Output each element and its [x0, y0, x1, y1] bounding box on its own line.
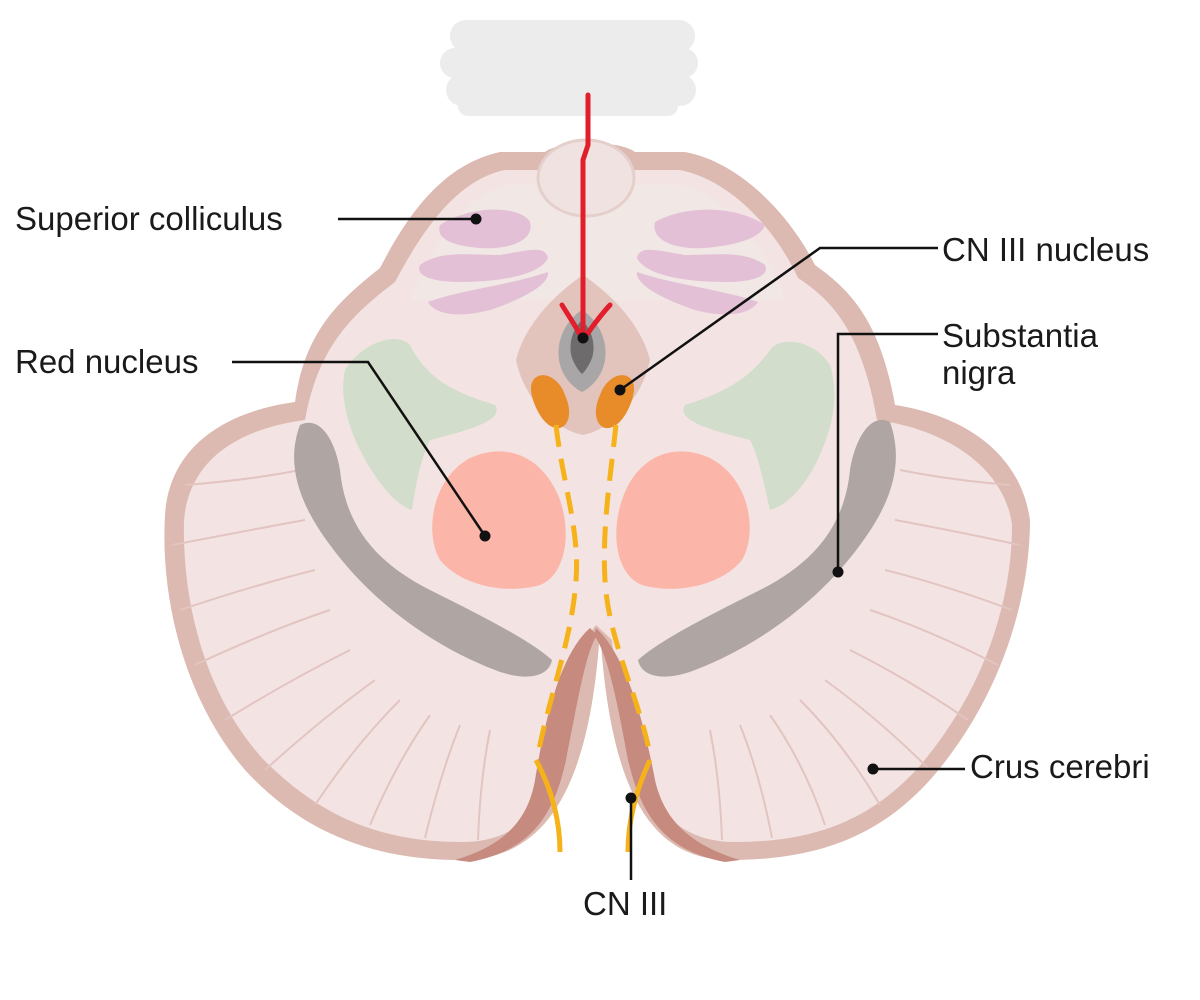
leader-lines: [232, 217, 965, 880]
dot-substantia-nigra: [832, 566, 844, 578]
red-nucleus-right: [616, 451, 750, 589]
leader-red-nucleus: [232, 360, 487, 537]
substantia-nigra-left: [294, 422, 552, 677]
dot-lesion: [577, 332, 589, 344]
leader-dots: [470, 213, 879, 804]
label-crus-cerebri: Crus cerebri: [970, 748, 1150, 785]
redaction-scribble: [440, 20, 698, 116]
label-red-nucleus: Red nucleus: [15, 343, 199, 380]
dot-superior-colliculus: [470, 213, 482, 225]
label-substantia-nigra-line2: nigra: [942, 353, 1016, 391]
label-superior-colliculus: Superior colliculus: [15, 200, 283, 237]
label-cn3: CN III: [583, 885, 668, 922]
interpeduncular-edge-left: [455, 628, 597, 862]
substantia-nigra-right: [638, 419, 896, 677]
medial-lemniscus-right: [683, 341, 835, 510]
cn3-nucleus-left: [530, 375, 570, 429]
red-nucleus-left: [432, 451, 566, 589]
dot-red-nucleus: [479, 530, 491, 542]
superior-colliculus-shape: [419, 209, 766, 315]
label-cn3-nucleus: CN III nucleus: [942, 231, 1150, 268]
label-substantia-nigra-line1: Substantia: [942, 317, 1098, 354]
dot-cn3-nucleus: [614, 384, 626, 396]
label-substantia-nigra: Substantia nigra: [942, 317, 1098, 392]
crus-cerebri-fibers: [171, 469, 1021, 841]
dot-crus-cerebri: [867, 763, 879, 775]
leader-cn3-nucleus: [619, 246, 938, 392]
dot-cn3: [625, 792, 637, 804]
interpeduncular-edge-right: [594, 628, 740, 862]
cn3-nerve-fibers: [533, 424, 653, 853]
leader-substantia-nigra: [836, 332, 938, 572]
midbrain-tissue: [183, 170, 1012, 842]
